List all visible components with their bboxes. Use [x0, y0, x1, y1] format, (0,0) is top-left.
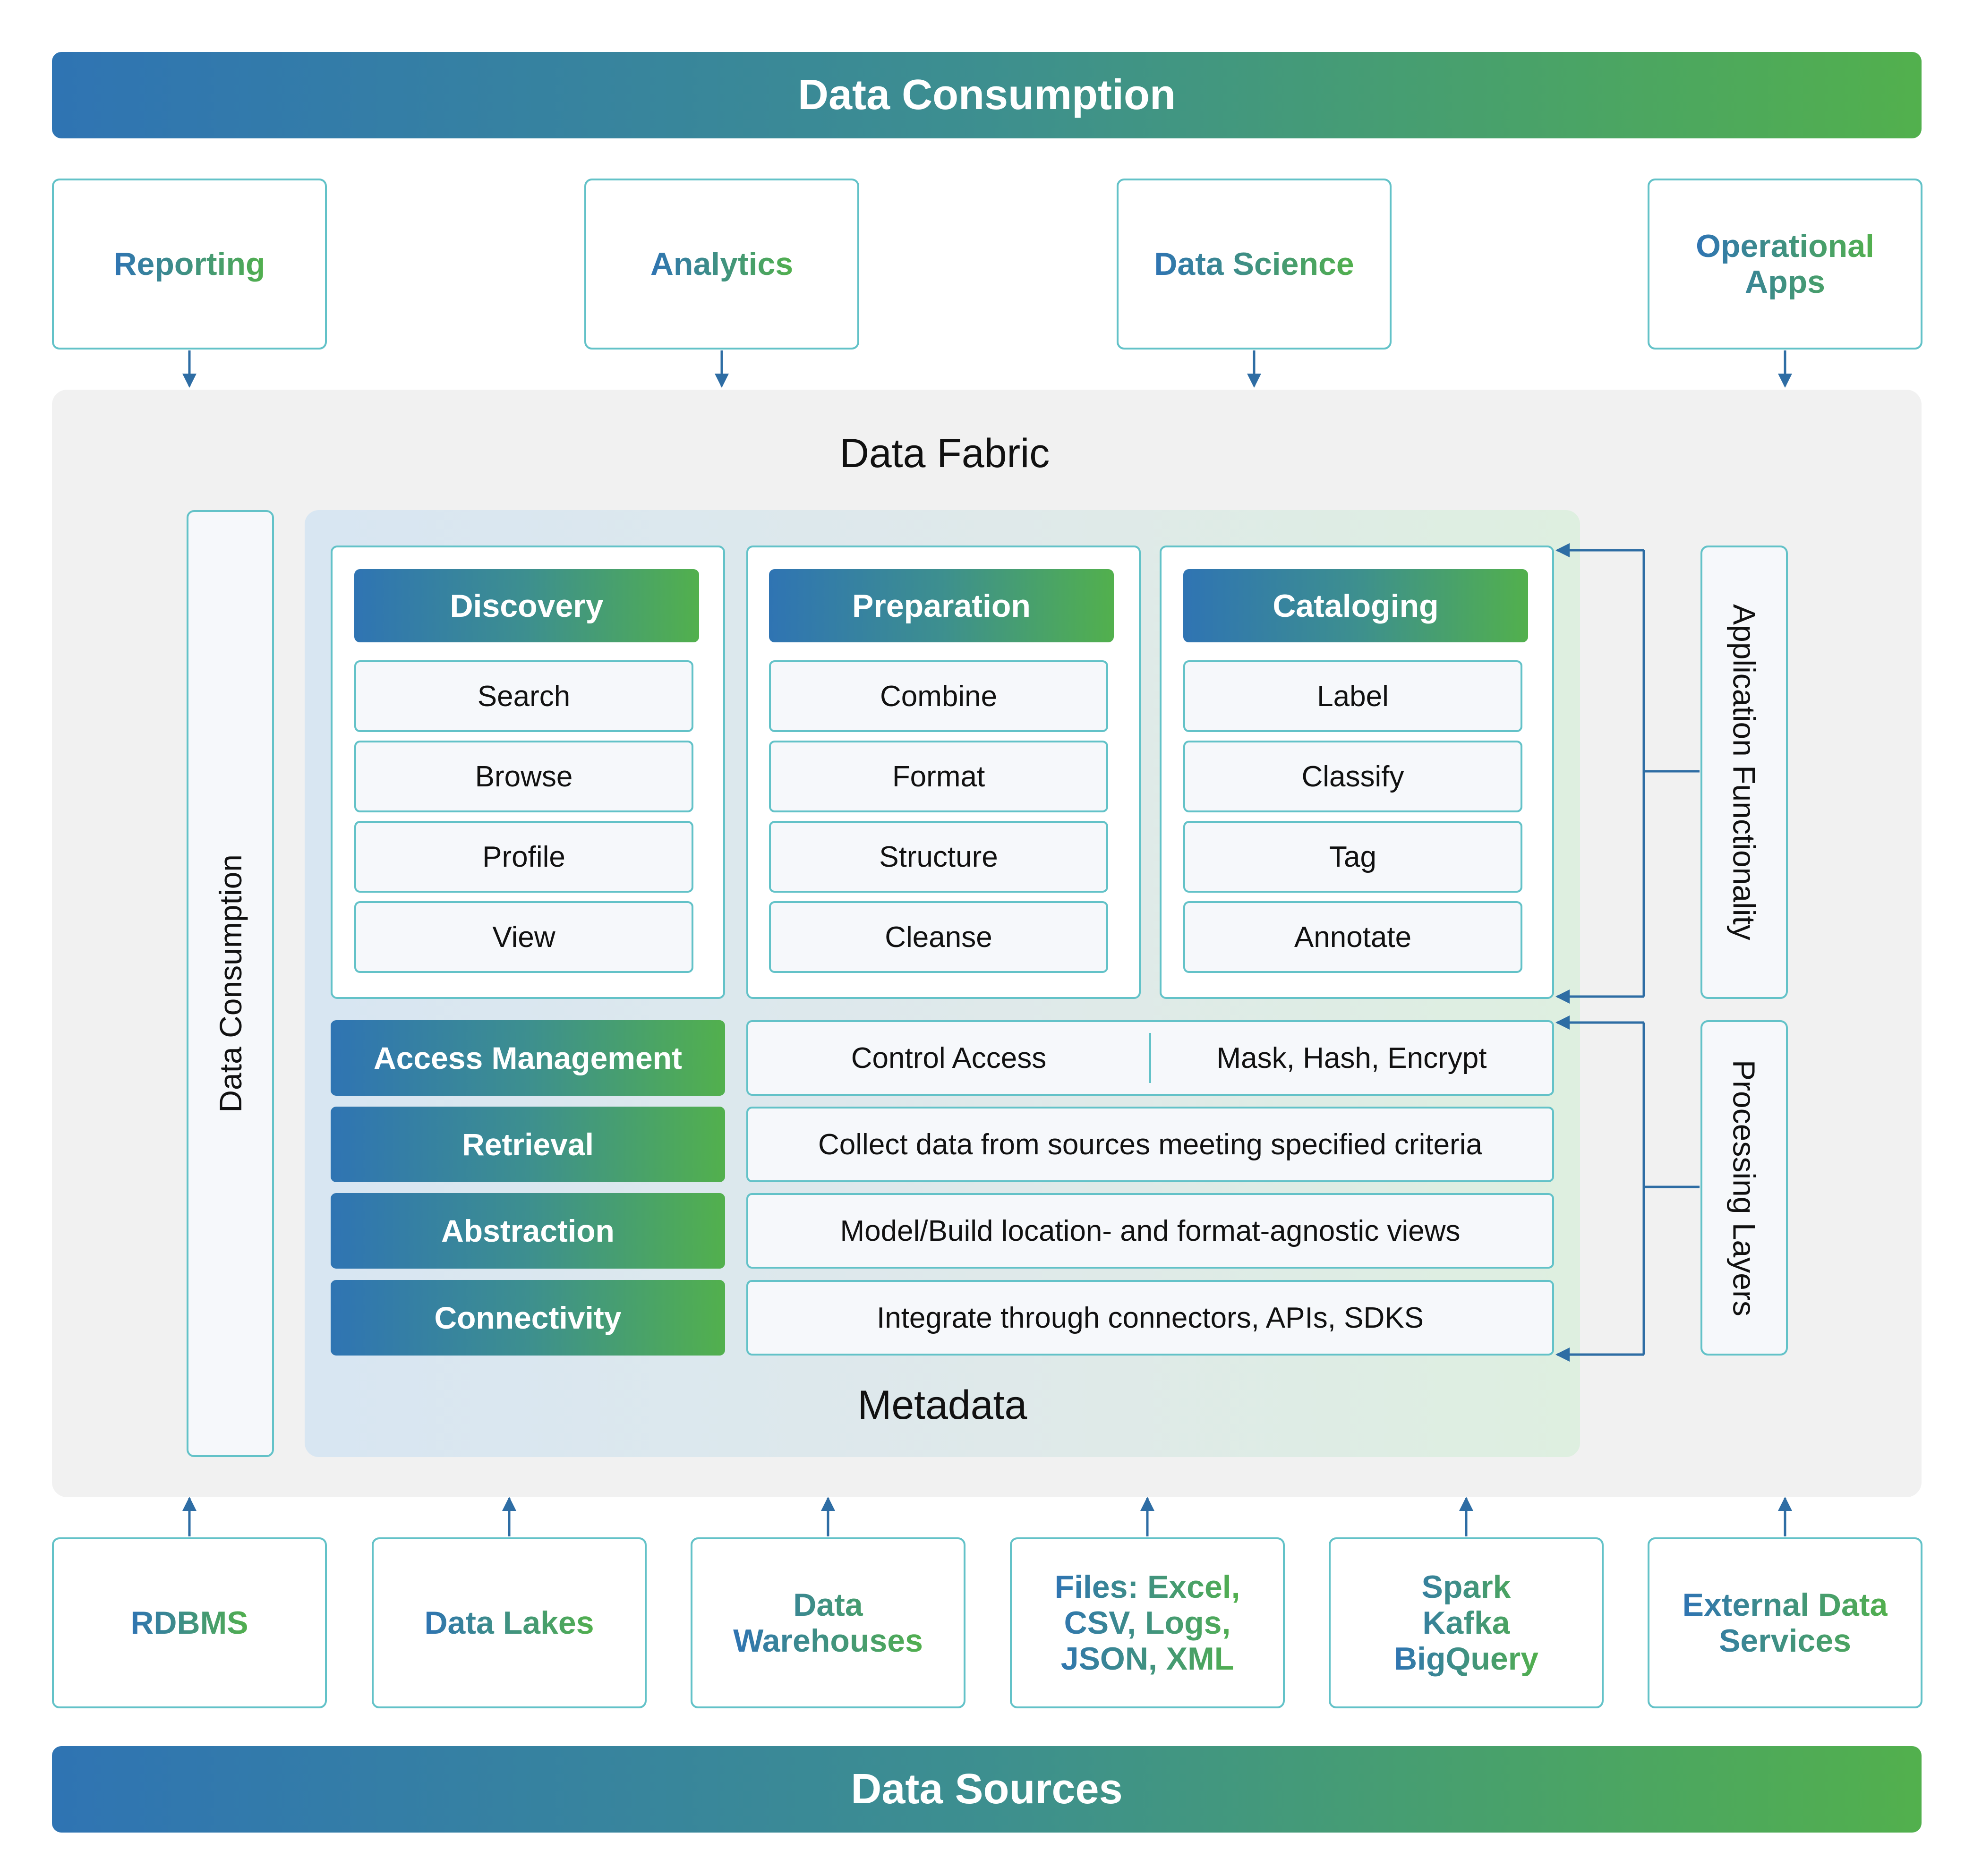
layer-access-management: Access Management [331, 1020, 725, 1096]
cataloging-item-tag[interactable]: Tag [1183, 821, 1522, 893]
preparation-item-combine[interactable]: Combine [769, 660, 1108, 732]
source-label: Files: Excel, CSV, Logs, JSON, XML [1054, 1569, 1240, 1677]
source-label: RDBMS [130, 1604, 248, 1641]
layer-connectivity: Connectivity [331, 1280, 725, 1356]
discovery-header: Discovery [354, 569, 699, 642]
source-label: Spark Kafka BigQuery [1393, 1569, 1539, 1677]
source-data-warehouses[interactable]: Data Warehouses [691, 1537, 965, 1708]
discovery-item-search[interactable]: Search [354, 660, 693, 732]
data-consumption-banner: Data Consumption [52, 52, 1922, 138]
discovery-item-view[interactable]: View [354, 901, 693, 973]
source-external-data-services[interactable]: External Data Services [1648, 1537, 1922, 1708]
connectivity-desc: Integrate through connectors, APIs, SDKS [746, 1280, 1554, 1356]
data-consumption-side-label: Data Consumption [213, 854, 248, 1113]
source-rdbms[interactable]: RDBMS [52, 1537, 327, 1708]
processing-layers-label: Processing Layers [1726, 1059, 1762, 1316]
discovery-item-profile[interactable]: Profile [354, 821, 693, 893]
consumer-label: Data Science [1154, 246, 1354, 282]
source-label: Data Warehouses [733, 1586, 923, 1659]
data-sources-banner-label: Data Sources [851, 1765, 1123, 1813]
retrieval-desc: Collect data from sources meeting specif… [746, 1107, 1554, 1182]
cataloging-header: Cataloging [1183, 569, 1528, 642]
source-data-lakes[interactable]: Data Lakes [372, 1537, 647, 1708]
abstraction-desc: Model/Build location- and format-agnosti… [746, 1193, 1554, 1269]
consumer-label: Reporting [113, 246, 265, 282]
access-management-desc: Control Access Mask, Hash, Encrypt [746, 1020, 1554, 1096]
application-functionality-label: Application Functionality [1726, 604, 1762, 940]
layer-retrieval: Retrieval [331, 1107, 725, 1182]
cataloging-item-label[interactable]: Label [1183, 660, 1522, 732]
layer-abstraction: Abstraction [331, 1193, 725, 1269]
data-sources-banner: Data Sources [52, 1746, 1922, 1833]
data-fabric-title: Data Fabric [839, 430, 1050, 476]
preparation-item-format[interactable]: Format [769, 741, 1108, 812]
desc-divider [1149, 1032, 1151, 1083]
metadata-label: Metadata [857, 1382, 1027, 1428]
control-access-cell: Control Access [851, 1041, 1047, 1074]
cataloging-item-annotate[interactable]: Annotate [1183, 901, 1522, 973]
consumer-label: Operational Apps [1696, 228, 1874, 300]
source-streaming[interactable]: Spark Kafka BigQuery [1329, 1537, 1604, 1708]
data-consumption-banner-label: Data Consumption [798, 71, 1176, 119]
cataloging-item-classify[interactable]: Classify [1183, 741, 1522, 812]
data-consumption-side-panel: Data Consumption [187, 510, 274, 1457]
application-functionality-panel: Application Functionality [1700, 546, 1788, 999]
consumer-operational-apps[interactable]: Operational Apps [1648, 179, 1922, 350]
preparation-item-cleanse[interactable]: Cleanse [769, 901, 1108, 973]
source-label: Data Lakes [424, 1604, 594, 1641]
source-files[interactable]: Files: Excel, CSV, Logs, JSON, XML [1010, 1537, 1285, 1708]
discovery-item-browse[interactable]: Browse [354, 741, 693, 812]
preparation-item-structure[interactable]: Structure [769, 821, 1108, 893]
consumer-label: Analytics [650, 246, 794, 282]
mask-hash-encrypt-cell: Mask, Hash, Encrypt [1216, 1041, 1487, 1074]
processing-layers-panel: Processing Layers [1700, 1020, 1788, 1356]
source-label: External Data Services [1682, 1586, 1888, 1659]
consumer-analytics[interactable]: Analytics [584, 179, 859, 350]
preparation-header: Preparation [769, 569, 1114, 642]
consumer-data-science[interactable]: Data Science [1117, 179, 1392, 350]
consumer-reporting[interactable]: Reporting [52, 179, 327, 350]
